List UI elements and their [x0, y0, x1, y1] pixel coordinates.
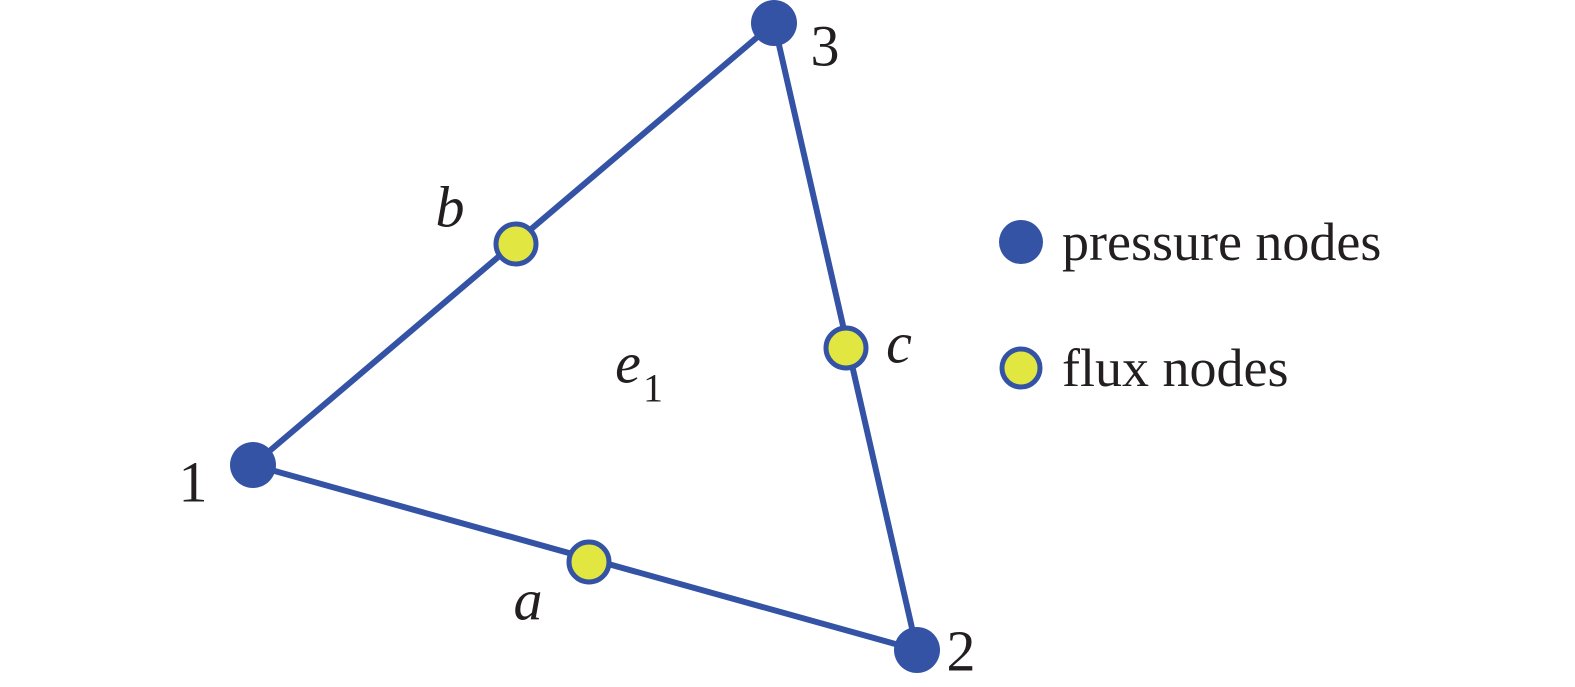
- flux-label-b: b: [436, 175, 465, 240]
- element-label-base: e: [615, 331, 641, 396]
- legend: pressure nodes flux nodes: [999, 212, 1381, 398]
- flux-label-a: a: [514, 568, 543, 633]
- pressure-node-1: [230, 442, 276, 488]
- element-label: e 1: [615, 331, 663, 411]
- vertex-label-3: 3: [811, 14, 840, 79]
- vertex-label-2: 2: [947, 619, 976, 684]
- flux-node-a: [566, 539, 612, 585]
- pressure-node-2: [894, 627, 940, 673]
- vertex-label-1: 1: [179, 450, 208, 515]
- legend-label-pressure-nodes: pressure nodes: [1062, 212, 1381, 272]
- flux-node-c: [823, 325, 869, 371]
- pressure-node-swatch-icon: [999, 220, 1043, 264]
- flux-node-swatch-icon: [999, 346, 1043, 390]
- legend-label-flux-nodes: flux nodes: [1062, 338, 1288, 398]
- flux-node-b: [493, 221, 539, 267]
- flux-label-c: c: [886, 311, 912, 376]
- pressure-node-3: [751, 0, 797, 46]
- element-label-subscript: 1: [643, 366, 663, 411]
